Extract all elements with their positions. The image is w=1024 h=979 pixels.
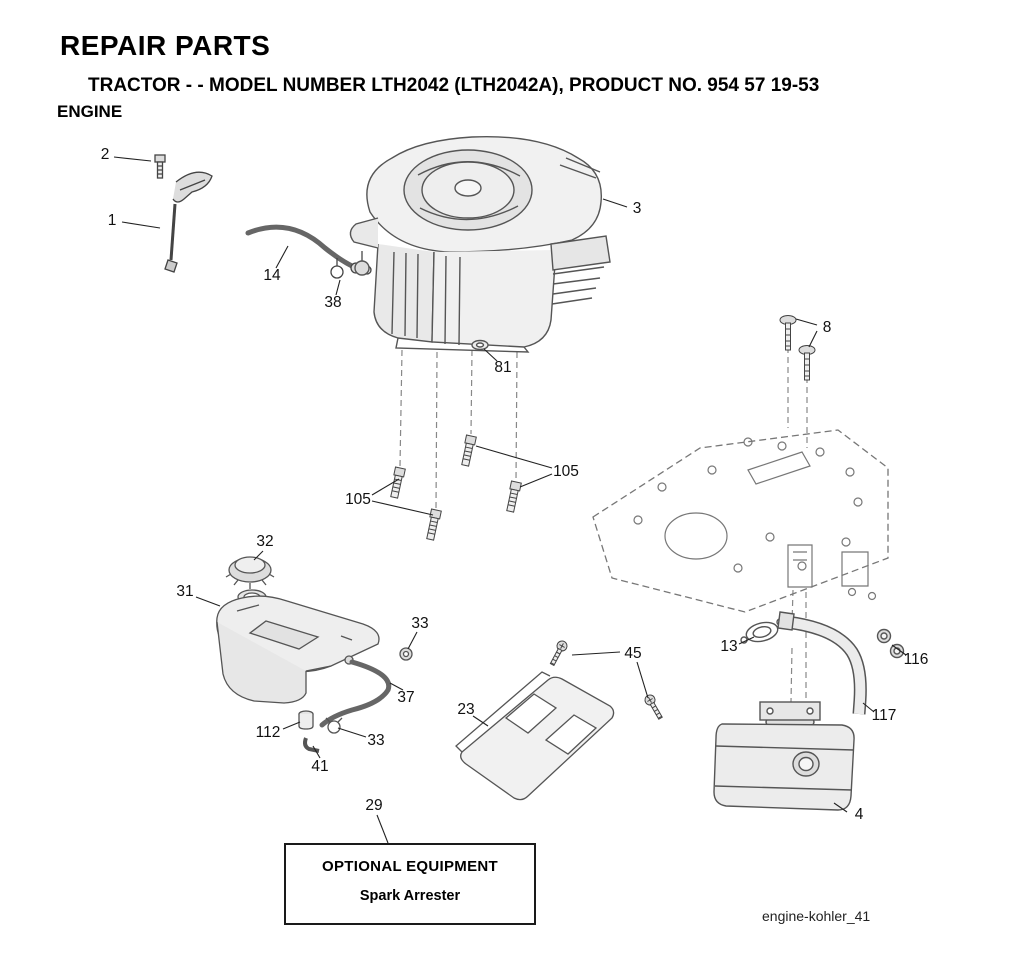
dipstick-assembly <box>154 154 213 273</box>
chassis-frame <box>592 429 889 613</box>
drawing-id: engine-kohler_41 <box>762 908 871 924</box>
part-callout-116: 116 <box>903 651 929 668</box>
chassis-frame-details <box>633 437 877 601</box>
part-callout-14: 14 <box>263 267 281 284</box>
callout-leader-lines <box>113 156 907 844</box>
part-callout-81: 81 <box>494 359 512 376</box>
part-callout-23: 23 <box>457 701 475 718</box>
part-callout-13: 13 <box>720 638 738 655</box>
part-callout-3: 3 <box>632 200 642 217</box>
page-title: REPAIR PARTS <box>60 30 271 61</box>
part-callout-32: 32 <box>256 533 274 550</box>
part-callout-45: 45 <box>624 645 642 662</box>
part-callout-38: 38 <box>324 294 342 311</box>
part-callout-31: 31 <box>176 583 194 600</box>
optional-equipment-box: OPTIONAL EQUIPMENT Spark Arrester <box>284 843 536 925</box>
heat-shield <box>455 671 615 801</box>
assembly-dashed-lines <box>399 327 808 703</box>
part-callout-117: 117 <box>871 707 897 724</box>
part-callout-41: 41 <box>311 758 329 775</box>
part-callout-8: 8 <box>822 319 832 336</box>
exhaust-assembly <box>713 611 905 811</box>
section-label: ENGINE <box>57 102 123 121</box>
part-callout-112: 112 <box>255 724 281 741</box>
part-callout-105-b: 105 <box>345 491 371 508</box>
part-callout-4: 4 <box>854 806 864 823</box>
optional-equipment-title: OPTIONAL EQUIPMENT <box>322 858 498 875</box>
model-subtitle: TRACTOR - - MODEL NUMBER LTH2042 (LTH204… <box>88 75 820 96</box>
part-callout-105-a: 105 <box>553 463 579 480</box>
part-callout-33-a: 33 <box>411 615 429 632</box>
part-callout-2: 2 <box>100 146 110 163</box>
fuel-tank-assembly <box>216 556 413 753</box>
optional-equipment-item: Spark Arrester <box>359 888 461 904</box>
part-callout-37: 37 <box>397 689 415 706</box>
engine-assembly <box>349 135 611 353</box>
part-callout-29: 29 <box>365 797 383 814</box>
part-callout-33-b: 33 <box>367 732 385 749</box>
part-callout-1: 1 <box>107 212 117 229</box>
